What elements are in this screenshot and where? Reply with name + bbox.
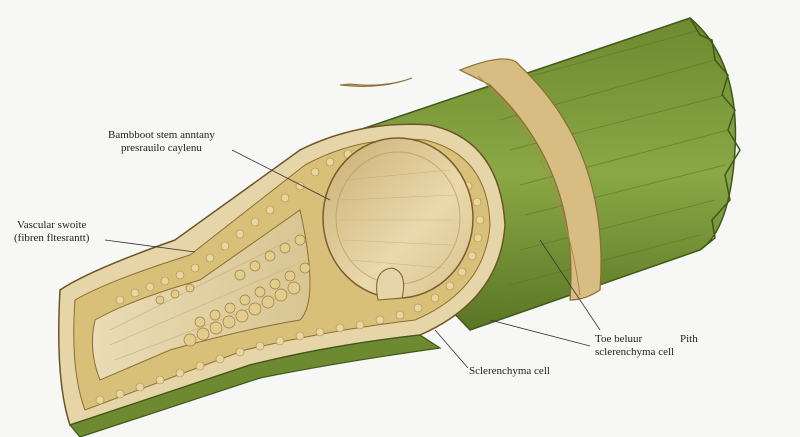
- label-bamboo-stem: Bambboot stem anntany presrauilo caylenu: [108, 129, 215, 155]
- trough-skin: [68, 334, 442, 437]
- trough-hollow: [91, 209, 311, 381]
- node-band: [458, 58, 602, 301]
- label-pith: Pith: [680, 333, 698, 346]
- torn-edge: [689, 17, 741, 251]
- label-sclerenchyma-text: Sclerenchyma cell: [469, 365, 550, 377]
- sheath-tip: [339, 77, 413, 87]
- label-outer-line2: sclerenchyma cell: [595, 346, 675, 358]
- label-outer-line1: Toe beluur: [595, 333, 643, 345]
- label-pith-text: Pith: [680, 333, 698, 345]
- cell-dots: [95, 143, 485, 405]
- vascular-bundles: [155, 234, 311, 347]
- label-sclerenchyma: Sclerenchyma cell: [469, 365, 550, 378]
- label-bamboo-stem-line2: presrauilo caylenu: [121, 142, 202, 154]
- label-vascular: Vascular swoite (fibren fltesrantt): [14, 219, 89, 245]
- label-vascular-line2: (fibren fltesrantt): [14, 232, 90, 244]
- leader-lines: [104, 149, 601, 369]
- label-bamboo-stem-line1: Bambboot stem anntany: [108, 129, 215, 141]
- diaphragm-fold: [376, 267, 405, 301]
- label-vascular-line1: Vascular swoite: [17, 219, 87, 231]
- label-outer-sclerenchyma: Toe beluur sclerenchyma cell: [595, 333, 674, 359]
